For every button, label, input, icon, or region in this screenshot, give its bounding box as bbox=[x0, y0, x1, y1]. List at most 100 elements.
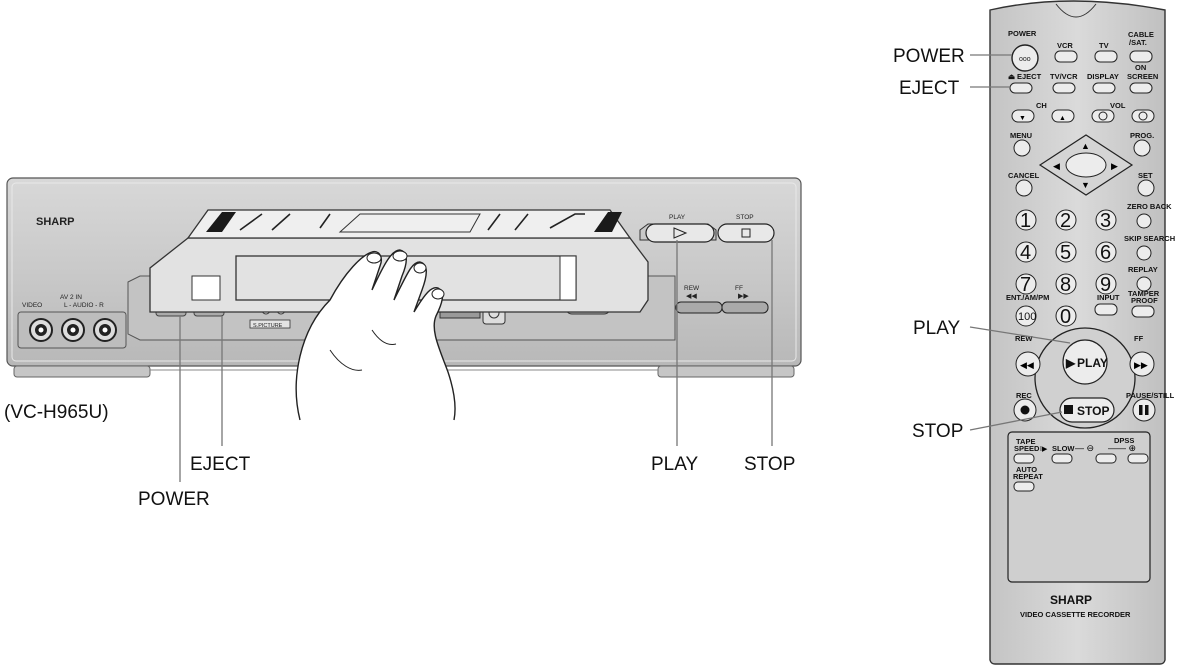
remote-eject-callout: EJECT bbox=[899, 78, 960, 99]
remote-menu-button[interactable] bbox=[1013, 139, 1031, 157]
remote-vcr-button[interactable] bbox=[1054, 50, 1078, 63]
remote-vol-down-button[interactable] bbox=[1091, 109, 1115, 123]
video-jack[interactable] bbox=[29, 318, 53, 342]
remote-digit-8[interactable]: 8 bbox=[1055, 273, 1077, 296]
cassette-top bbox=[186, 209, 632, 239]
power-dots-icon: ooo bbox=[1019, 56, 1031, 63]
remote-digit-7[interactable]: 7 bbox=[1015, 273, 1037, 296]
remote-control: POWER ooo VCR TV CABLE /SAT. ⏏ EJECT TV/… bbox=[989, 0, 1175, 665]
remote-stop-button[interactable] bbox=[1059, 397, 1115, 423]
remote-digit-1[interactable]: 1 bbox=[1015, 209, 1037, 232]
remote-digit-2[interactable]: 2 bbox=[1055, 209, 1077, 232]
stop-square-icon bbox=[1064, 405, 1073, 414]
remote-tv-button[interactable] bbox=[1094, 50, 1118, 63]
remote-auto-label: AUTO bbox=[1016, 465, 1037, 474]
vcr-play-callout: PLAY bbox=[651, 454, 699, 475]
remote-ch-down-button[interactable] bbox=[1011, 109, 1035, 123]
remote-cable-button[interactable] bbox=[1129, 50, 1153, 63]
remote-eject-button[interactable] bbox=[1009, 82, 1033, 94]
rew-label: REW bbox=[684, 285, 700, 292]
remote-autorepeat-button[interactable] bbox=[1013, 481, 1035, 492]
svg-text:3: 3 bbox=[1100, 210, 1111, 232]
vcr-rew-button[interactable] bbox=[675, 301, 723, 314]
vcr-stop-callout: STOP bbox=[744, 454, 795, 475]
svg-text:0: 0 bbox=[1060, 306, 1071, 328]
audio-right-jack[interactable] bbox=[93, 318, 117, 342]
nav-down-icon: ▼ bbox=[1081, 180, 1090, 190]
remote-power-label: POWER bbox=[1008, 29, 1037, 38]
remote-dpss-plus-button[interactable] bbox=[1127, 453, 1149, 464]
remote-ff-button[interactable] bbox=[1129, 351, 1155, 377]
remote-skipsearch-label: SKIP SEARCH bbox=[1124, 234, 1175, 243]
vcr-ff-button[interactable] bbox=[721, 301, 769, 314]
remote-cancel-button[interactable] bbox=[1015, 179, 1033, 197]
play-icon: ▶ bbox=[1065, 356, 1076, 370]
remote-vcr-label: VCR bbox=[1057, 41, 1073, 50]
remote-eject-text: EJECT bbox=[1017, 72, 1042, 81]
remote-rec-label: REC bbox=[1016, 391, 1032, 400]
dpss-plus-icon: —— ⊕ bbox=[1108, 443, 1136, 453]
vcr-brand-logo: SHARP bbox=[36, 216, 75, 228]
stop-button-label: STOP bbox=[736, 214, 754, 221]
remote-digit-5[interactable]: 5 bbox=[1055, 241, 1077, 264]
down-arrow-icon: ▼ bbox=[1019, 115, 1026, 122]
svg-text:4: 4 bbox=[1020, 242, 1031, 264]
remote-tape-label: TAPE bbox=[1016, 437, 1035, 446]
slow-icon: I▶ bbox=[1040, 446, 1048, 453]
remote-input-label: INPUT bbox=[1097, 293, 1120, 302]
remote-digit-3[interactable]: 3 bbox=[1095, 209, 1117, 232]
remote-set-button[interactable] bbox=[1137, 179, 1155, 197]
rew-icon: ◀◀ bbox=[1020, 360, 1034, 370]
av-in-label: AV 2 IN bbox=[60, 294, 82, 301]
remote-set-label: SET bbox=[1138, 171, 1153, 180]
remote-digit-6[interactable]: 6 bbox=[1095, 241, 1117, 264]
remote-replay-button[interactable] bbox=[1136, 276, 1152, 292]
remote-ch-up-button[interactable] bbox=[1051, 109, 1075, 123]
nav-right-icon: ▶ bbox=[1111, 161, 1118, 171]
remote-skipsearch-button[interactable] bbox=[1136, 245, 1152, 261]
remote-digit-4[interactable]: 4 bbox=[1015, 241, 1037, 264]
remote-input-button[interactable] bbox=[1094, 303, 1118, 316]
up-arrow-icon: ▲ bbox=[1059, 115, 1066, 122]
remote-subtitle: VIDEO CASSETTE RECORDER bbox=[1020, 610, 1131, 619]
remote-eject-label: ⏏ bbox=[1008, 72, 1016, 81]
remote-slow-minus-button[interactable] bbox=[1051, 453, 1073, 464]
remote-tv-label: TV bbox=[1099, 41, 1109, 50]
remote-rew-button[interactable] bbox=[1015, 351, 1041, 377]
rew-icon: ◀◀ bbox=[686, 293, 697, 300]
video-jack-label: VIDEO bbox=[22, 302, 42, 309]
record-dot-icon bbox=[1020, 405, 1030, 415]
remote-power-button[interactable] bbox=[1011, 44, 1039, 72]
remote-replay-label: REPLAY bbox=[1128, 265, 1158, 274]
remote-play-button[interactable] bbox=[1062, 339, 1108, 385]
audio-left-jack[interactable] bbox=[61, 318, 85, 342]
svg-text:8: 8 bbox=[1060, 274, 1071, 296]
ff-label: FF bbox=[735, 285, 743, 292]
vcr-stop-button[interactable] bbox=[717, 223, 775, 243]
remote-prog-label: PROG. bbox=[1130, 131, 1154, 140]
remote-digit-9[interactable]: 9 bbox=[1095, 273, 1117, 296]
remote-slow-label: SLOW bbox=[1052, 444, 1075, 453]
remote-dpss-minus-button[interactable] bbox=[1095, 453, 1117, 464]
vcr-foot-left bbox=[13, 365, 151, 378]
remote-vol-label: VOL bbox=[1110, 101, 1126, 110]
remote-display-button[interactable] bbox=[1092, 82, 1116, 94]
remote-zeroback-button[interactable] bbox=[1136, 213, 1152, 229]
svg-text:9: 9 bbox=[1100, 274, 1111, 296]
remote-tvvcr-button[interactable] bbox=[1052, 82, 1076, 94]
remote-tapespeed-button[interactable] bbox=[1013, 453, 1035, 464]
remote-tamperproof-button[interactable] bbox=[1131, 305, 1155, 318]
remote-onscreen-button[interactable] bbox=[1129, 82, 1153, 94]
remote-pause-button[interactable] bbox=[1132, 398, 1156, 422]
remote-tvvcr-label: TV/VCR bbox=[1050, 72, 1078, 81]
vcr-play-button[interactable] bbox=[645, 223, 715, 243]
remote-prog-button[interactable] bbox=[1133, 139, 1151, 157]
remote-rew-label: REW bbox=[1015, 334, 1033, 343]
remote-vol-up-button[interactable] bbox=[1131, 109, 1155, 123]
remote-digit-0[interactable]: 0 bbox=[1055, 305, 1077, 328]
remote-nav-center[interactable] bbox=[1065, 152, 1107, 178]
remote-ff-label: FF bbox=[1134, 334, 1144, 343]
remote-100-button[interactable] bbox=[1015, 305, 1037, 327]
stop-square-icon bbox=[741, 228, 751, 238]
remote-power-callout: POWER bbox=[893, 46, 965, 67]
